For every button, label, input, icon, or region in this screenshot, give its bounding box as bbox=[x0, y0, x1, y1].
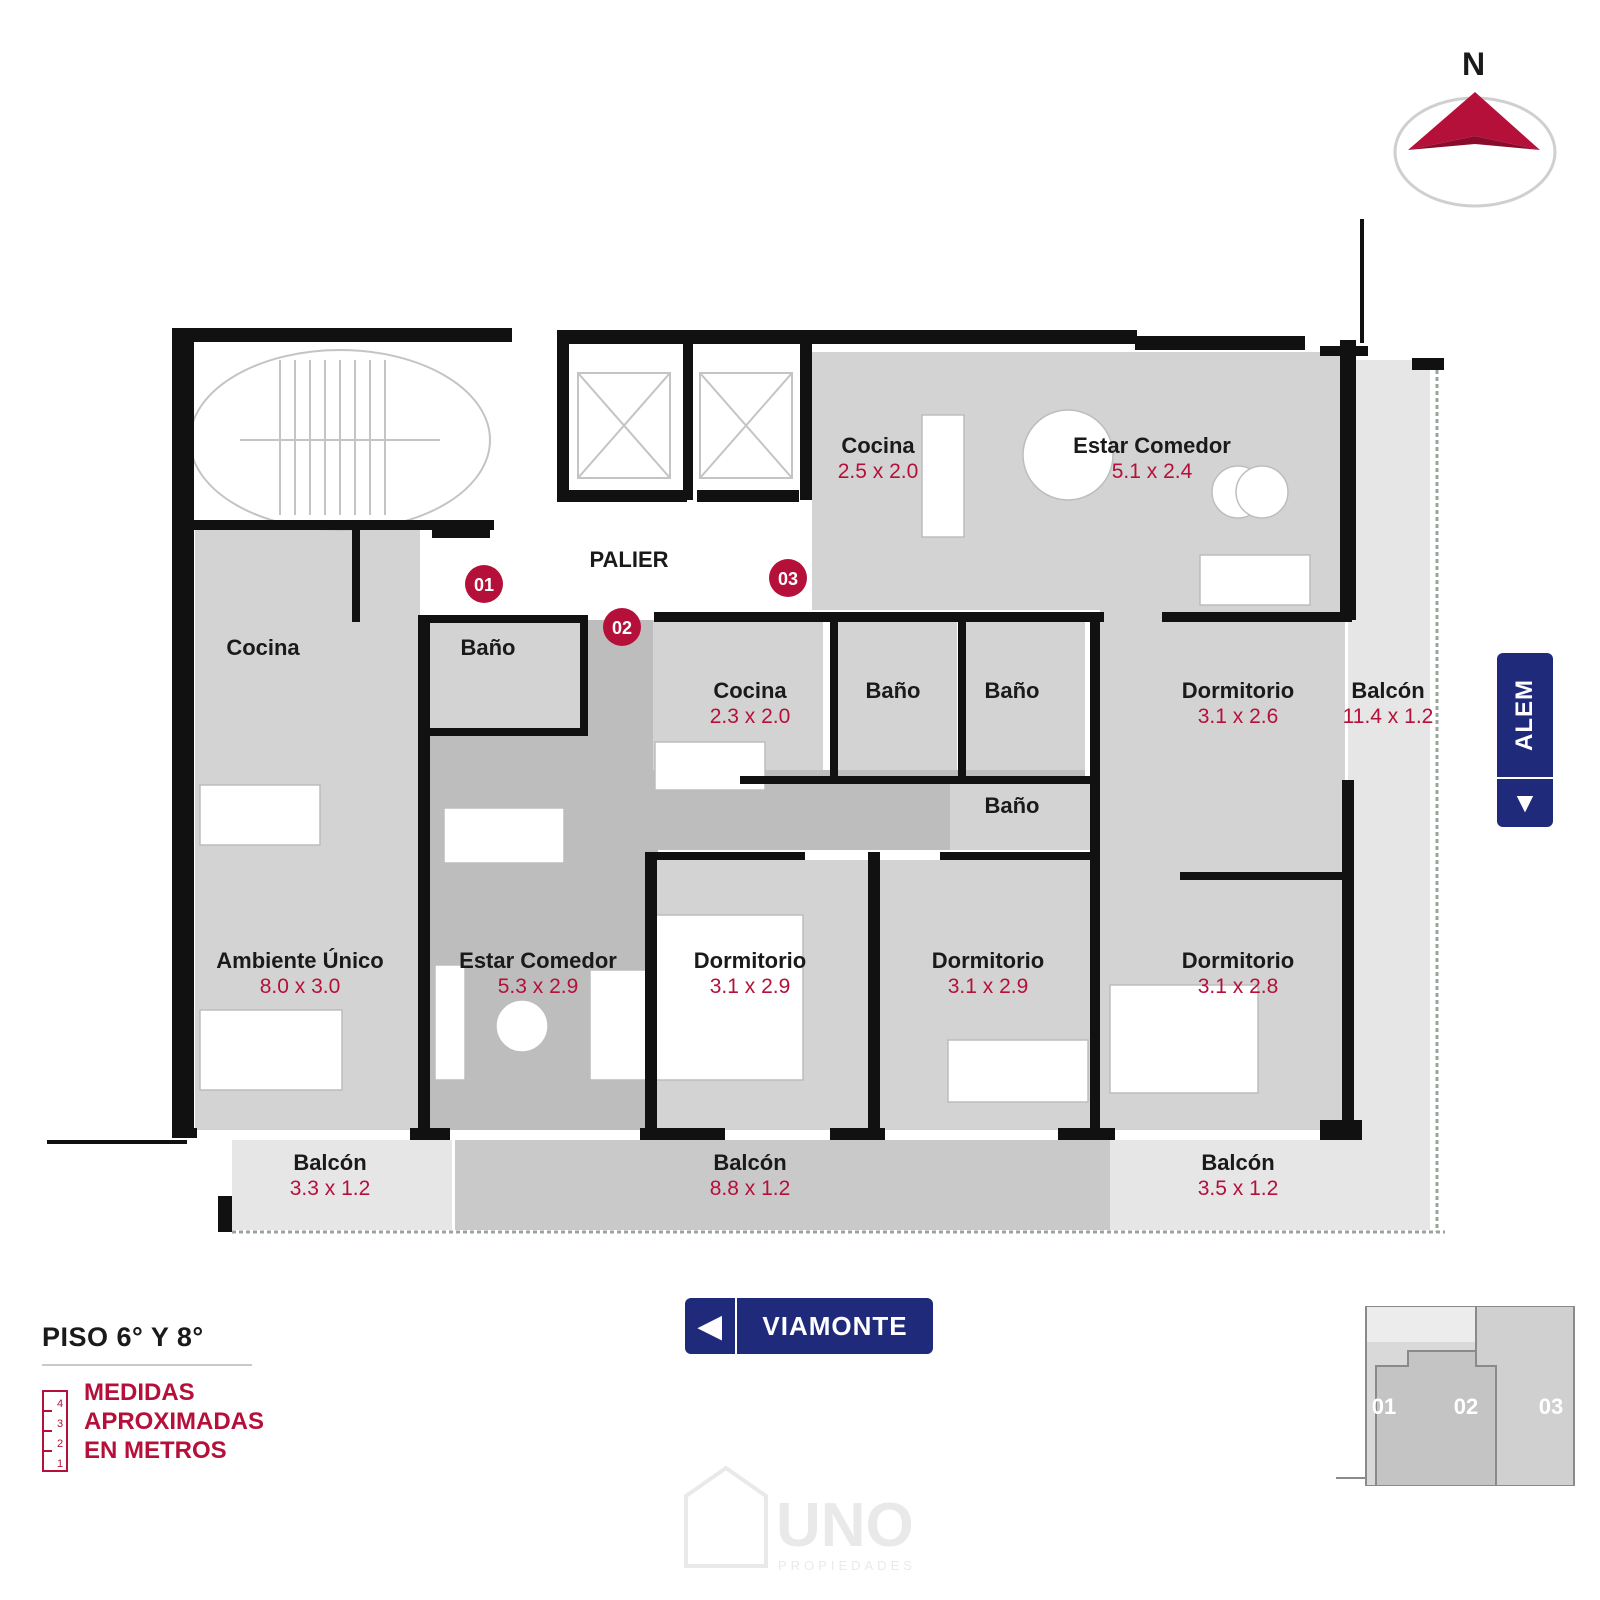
room-dimension: 3.5 x 1.2 bbox=[1198, 1177, 1279, 1200]
room-labels: Cocina 2.5 x 2.0 Estar Comedor 5.1 x 2.4… bbox=[216, 433, 1433, 1200]
room-name: Balcón bbox=[1201, 1150, 1274, 1175]
room-name: Balcón bbox=[1351, 678, 1424, 703]
lobby-label: PALIER bbox=[589, 547, 668, 572]
street-alem: ALEM ▼ bbox=[1497, 653, 1553, 827]
room-dimension: 11.4 x 1.2 bbox=[1343, 705, 1434, 728]
room-name: Balcón bbox=[293, 1150, 366, 1175]
unit-badges: 01 02 03 bbox=[465, 559, 807, 646]
unit-badge-label: 01 bbox=[474, 575, 494, 595]
ruler-icon: 4 3 2 1 bbox=[42, 1390, 68, 1472]
room-dimension: 8.0 x 3.0 bbox=[260, 975, 341, 998]
room-dimension: 2.5 x 2.0 bbox=[838, 460, 919, 483]
room-name: Baño bbox=[461, 635, 516, 660]
watermark-logo: UNO PROPIEDADES bbox=[684, 1466, 916, 1573]
room-name: Balcón bbox=[713, 1150, 786, 1175]
north-label: N bbox=[1462, 46, 1486, 82]
unit-badge-02[interactable]: 02 bbox=[603, 608, 641, 646]
key-map-label: 02 bbox=[1454, 1394, 1478, 1419]
ruler-tick: 3 bbox=[57, 1418, 63, 1430]
room-name: Cocina bbox=[841, 433, 915, 458]
divider bbox=[42, 1364, 252, 1366]
room-dimension: 3.1 x 2.9 bbox=[948, 975, 1029, 998]
ruler-tick: 4 bbox=[57, 1398, 63, 1410]
room-dimension: 5.1 x 2.4 bbox=[1112, 460, 1193, 483]
room-name: Estar Comedor bbox=[459, 948, 617, 973]
floor-title: PISO 6° Y 8° bbox=[42, 1322, 204, 1352]
room-dimension: 3.1 x 2.8 bbox=[1198, 975, 1279, 998]
measure-line: MEDIDAS bbox=[84, 1379, 195, 1406]
ruler-tick: 1 bbox=[57, 1458, 63, 1470]
key-map-label: 01 bbox=[1372, 1394, 1396, 1419]
street-name: ALEM bbox=[1511, 679, 1538, 751]
room-dimension: 3.1 x 2.6 bbox=[1198, 705, 1279, 728]
room-name: Cocina bbox=[713, 678, 787, 703]
room-dimension: 3.3 x 1.2 bbox=[290, 1177, 371, 1200]
room-dimension: 3.1 x 2.9 bbox=[710, 975, 791, 998]
street-viamonte: ◀ VIAMONTE bbox=[685, 1298, 933, 1354]
unit-badge-label: 03 bbox=[778, 569, 798, 589]
measure-line: APROXIMADAS bbox=[84, 1408, 265, 1435]
room-name: Baño bbox=[985, 793, 1040, 818]
street-name: VIAMONTE bbox=[762, 1310, 908, 1341]
room-dimension: 5.3 x 2.9 bbox=[498, 975, 579, 998]
room-dimension: 2.3 x 2.0 bbox=[710, 705, 791, 728]
north-arrow-icon bbox=[1393, 92, 1557, 208]
room-dimension: 8.8 x 1.2 bbox=[710, 1177, 791, 1200]
unit-badge-label: 02 bbox=[612, 618, 632, 638]
room-name: Ambiente Único bbox=[216, 948, 383, 973]
watermark-tagline: PROPIEDADES bbox=[778, 1558, 916, 1573]
balcony-rails bbox=[232, 370, 1445, 1234]
left-arrow-icon: ◀ bbox=[685, 1298, 737, 1354]
walls bbox=[47, 219, 1444, 1232]
room-name: Dormitorio bbox=[1182, 678, 1294, 703]
elevators bbox=[577, 372, 793, 479]
room-name: Baño bbox=[866, 678, 921, 703]
watermark-brand: UNO bbox=[776, 1491, 914, 1560]
measure-note: MEDIDAS APROXIMADAS EN METROS bbox=[84, 1378, 264, 1465]
ruler-tick: 2 bbox=[57, 1438, 63, 1450]
room-name: Dormitorio bbox=[1182, 948, 1294, 973]
room-name: Estar Comedor bbox=[1073, 433, 1231, 458]
unit-badge-01[interactable]: 01 bbox=[465, 565, 503, 603]
measure-line: EN METROS bbox=[84, 1437, 227, 1464]
room-name: Baño bbox=[985, 678, 1040, 703]
key-map-label: 03 bbox=[1539, 1394, 1563, 1419]
down-arrow-icon: ▼ bbox=[1497, 777, 1553, 827]
room-name: Dormitorio bbox=[932, 948, 1044, 973]
key-map: 01 02 03 bbox=[1336, 1306, 1575, 1486]
unit-badge-03[interactable]: 03 bbox=[769, 559, 807, 597]
room-name: Cocina bbox=[226, 635, 300, 660]
room-name: Dormitorio bbox=[694, 948, 806, 973]
